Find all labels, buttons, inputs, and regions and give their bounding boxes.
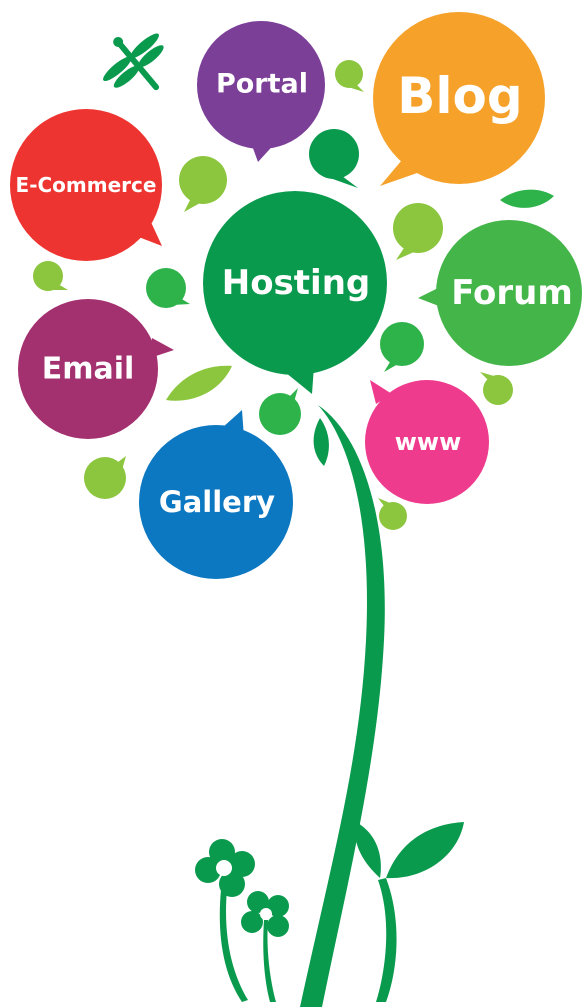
small-bubble [84, 456, 126, 499]
tree-stem [300, 405, 385, 1007]
email-label: Email [42, 352, 135, 387]
small-bubble [309, 129, 359, 188]
www-bubble: www [365, 380, 489, 504]
small-bubble [378, 498, 407, 530]
leaf-icon [166, 189, 554, 466]
clover-flower-icon [195, 839, 289, 1002]
dragonfly-icon [103, 33, 164, 91]
small-bubble [393, 203, 443, 260]
ecommerce-bubble: E-Commerce [10, 109, 162, 261]
hosting-label: Hosting [222, 263, 371, 303]
small-bubble [335, 60, 364, 92]
portal-bubble: Portal [197, 21, 325, 162]
small-bubble [146, 268, 190, 308]
small-bubble [380, 322, 424, 372]
hosting-bubble: Hosting [203, 191, 387, 394]
portal-label: Portal [216, 69, 308, 100]
sprout-icon [355, 822, 464, 1002]
www-label: www [395, 428, 462, 456]
blog-bubble: Blog [373, 12, 545, 186]
blog-label: Blog [397, 67, 522, 125]
small-bubble [259, 388, 301, 435]
forum-bubble: Forum [418, 220, 582, 366]
gallery-bubble: Gallery [139, 410, 293, 579]
small-bubble [33, 261, 68, 291]
forum-label: Forum [451, 273, 573, 313]
ecommerce-label: E-Commerce [16, 173, 157, 197]
small-bubble [179, 156, 227, 212]
gallery-label: Gallery [159, 485, 275, 519]
email-bubble: Email [18, 299, 174, 439]
small-bubble [480, 372, 513, 405]
